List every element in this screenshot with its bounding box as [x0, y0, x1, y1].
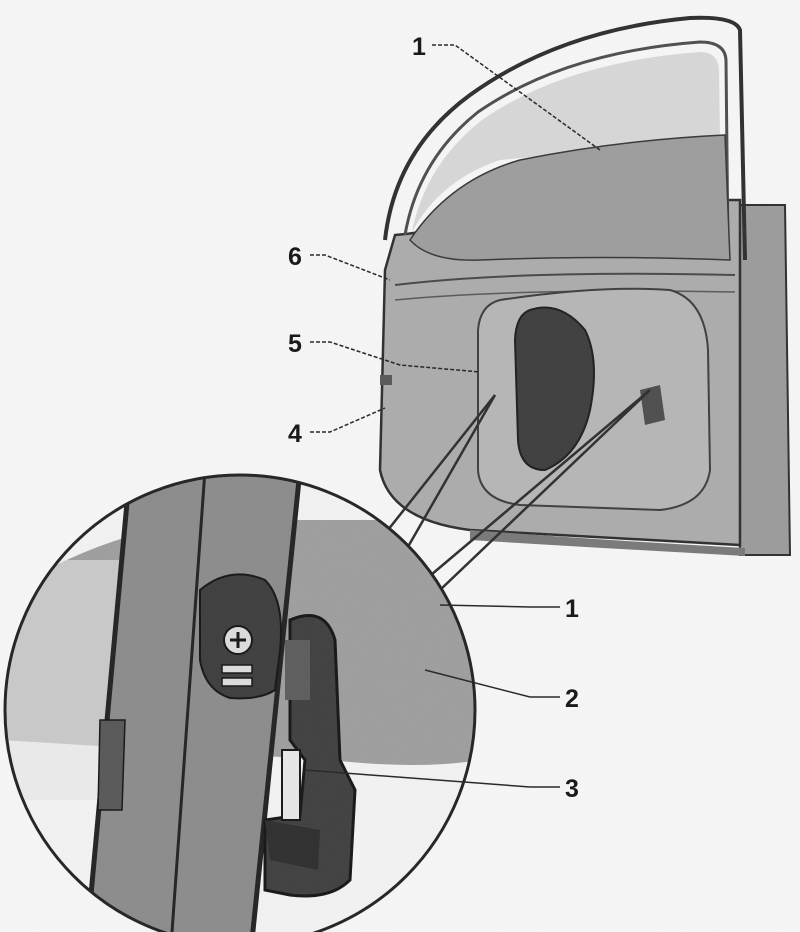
callout-5: 5 [288, 330, 302, 358]
callout-2: 2 [565, 685, 579, 713]
callout-3: 3 [565, 775, 579, 803]
callout-1-door: 1 [412, 33, 426, 61]
leader-lines [304, 44, 601, 788]
callout-6: 6 [288, 243, 302, 271]
callout-4: 4 [288, 420, 302, 448]
callout-1-detail: 1 [565, 595, 579, 623]
